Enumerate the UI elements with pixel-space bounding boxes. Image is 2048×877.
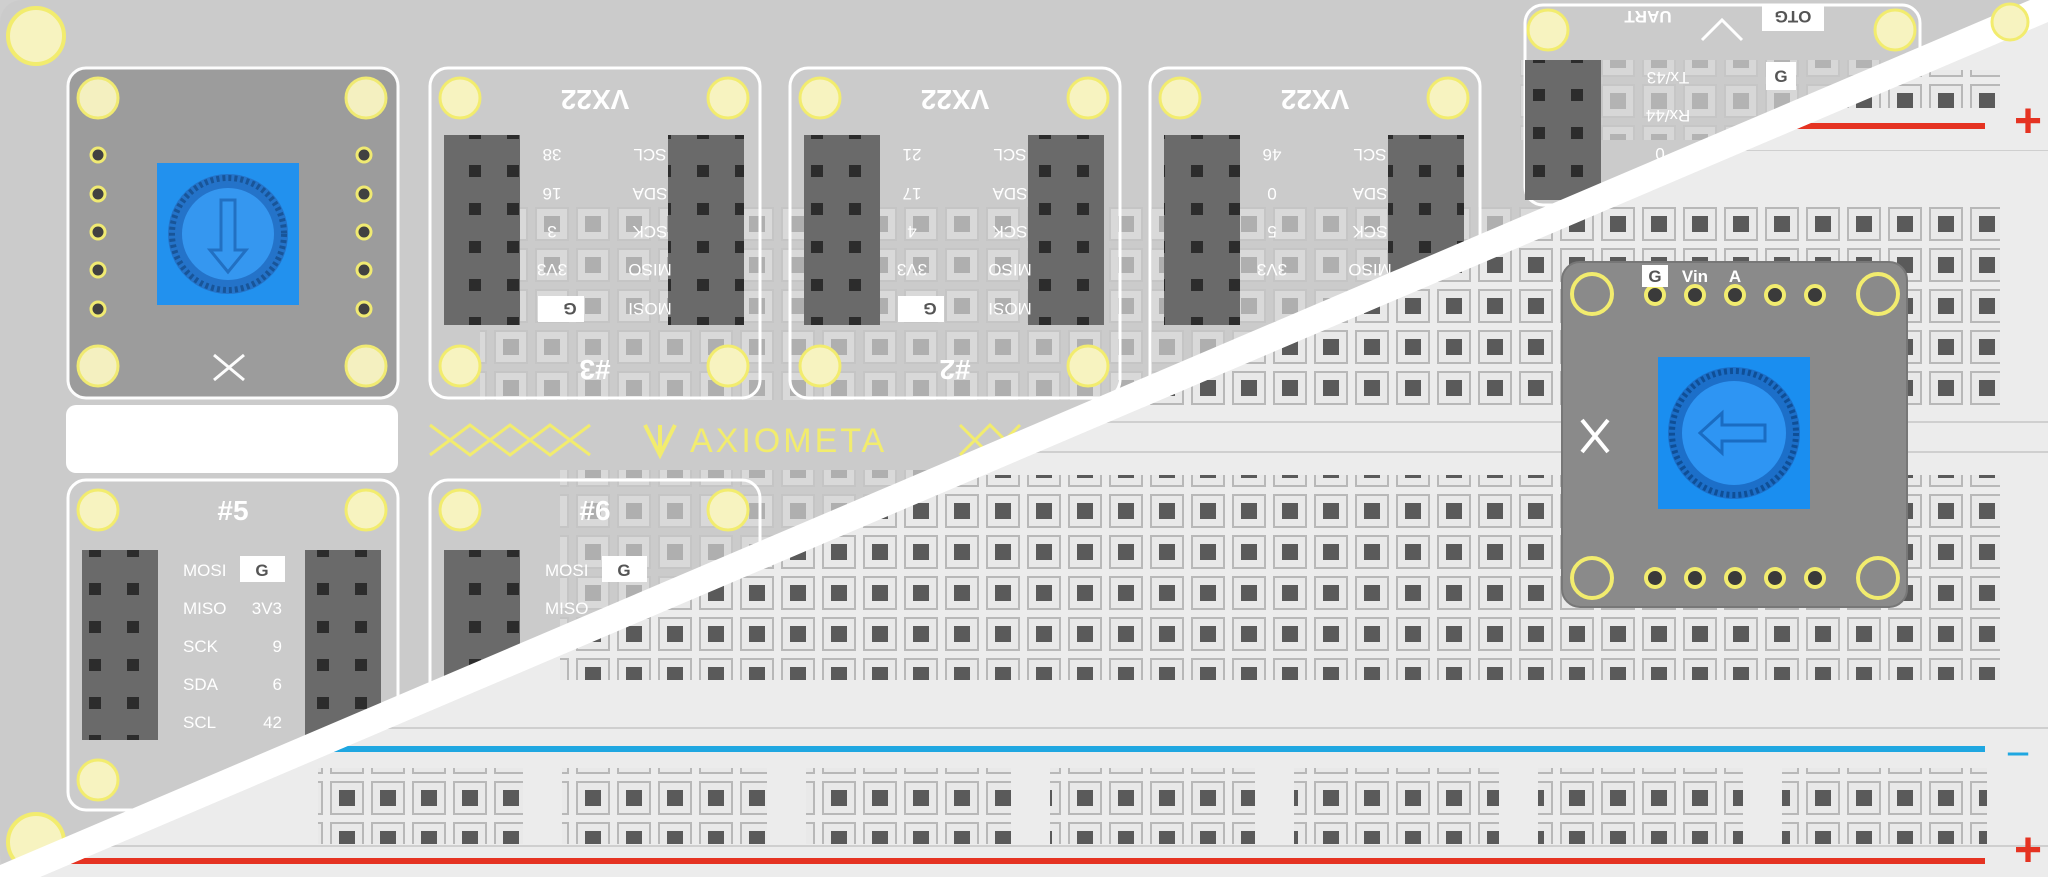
slot-5-pin-value: 9: [273, 637, 282, 656]
bottom-power-rail-holes: [318, 768, 1987, 844]
slot-r-pin-label: MISO: [1348, 260, 1391, 279]
slot-2-overlay: VX22 #2 SCL SDA SCK MISO MOSI 21 17 4 3V…: [788, 66, 1122, 400]
slot-2-pin-label: MOSI: [988, 299, 1031, 318]
slot-5-pin-value: G: [255, 561, 268, 580]
slot-3-pin-label: SCL: [633, 145, 666, 164]
slot-5-overlay: #5 MOSI MISO SCK SDA SCL G 3V3 9 6 42: [66, 478, 400, 812]
slot-5-pin-label: SDA: [183, 675, 219, 694]
rail-red-line: [60, 858, 1985, 864]
slot-3-title: #3: [579, 354, 610, 385]
brand-strip: AXIOMETA: [429, 422, 1022, 460]
slot-2-pin-label: SCK: [992, 222, 1028, 241]
pot-knob[interactable]: [1658, 357, 1810, 509]
slot-r-pin-value: 3V3: [1257, 260, 1287, 279]
chevron-up-icon: [1700, 17, 1744, 42]
slot-r-pin-value: 46: [1263, 145, 1282, 164]
slot-3-chip: VX22: [561, 84, 630, 115]
empty-slot: [66, 405, 398, 473]
slot-3-pin-label: MOSI: [628, 299, 671, 318]
slot-6-pin-label: MOSI: [545, 561, 588, 580]
slot-2-pin-value: G: [923, 299, 936, 318]
rail-plus-label: +: [2014, 824, 2042, 877]
slot-3-pin-value: G: [563, 299, 576, 318]
svg-text:+: +: [2014, 95, 2042, 148]
slot-2-pin-value: 3V3: [897, 260, 927, 279]
slot-5-pin-label: SCK: [183, 637, 219, 656]
slot-2-pin-label: SDA: [992, 184, 1028, 203]
slot-5-pin-value: 42: [263, 713, 282, 732]
slot-3-overlay: VX22 #3 SCL SDA SCK MISO MOSI 38 16 3 3V…: [428, 66, 762, 400]
slot-5-pin-label: MISO: [183, 599, 226, 618]
pot-pin-a-label: A: [1729, 267, 1741, 286]
potentiometer-module[interactable]: G Vin A: [1561, 261, 1908, 608]
uart-label: UART: [1624, 7, 1672, 26]
top-pin-label: Tx/43: [1647, 68, 1690, 87]
otg-label: OTG: [1775, 7, 1812, 26]
rail-blue-line: [200, 746, 1985, 752]
svg-text:−: −: [2006, 730, 2031, 777]
slot-2-pin-label: MISO: [988, 260, 1031, 279]
axiometa-logo-icon: [643, 424, 677, 460]
axiometa-logo-icon: [213, 353, 245, 382]
slot-r-chip: VX22: [1281, 84, 1350, 115]
pot-pin-g-label: G: [1648, 267, 1661, 286]
slot-5-pin-label: MOSI: [183, 561, 226, 580]
slot-6-pin-value: G: [617, 561, 630, 580]
slot-r-pin-label: SCL: [1353, 145, 1386, 164]
slot-5-pin-value: 3V3: [252, 599, 282, 618]
top-pin-label: 0: [1655, 144, 1664, 163]
slot-3-pin-value: 3: [547, 222, 556, 241]
rail-minus-label: −: [2006, 730, 2031, 777]
top-ground-label: G: [1774, 67, 1787, 86]
slot-3-pin-label: MISO: [628, 260, 671, 279]
slot-3-pin-value: 16: [543, 184, 562, 203]
slot-r-pin-value: 5: [1267, 222, 1276, 241]
arrow-left-icon: [1697, 409, 1767, 457]
slot-r-pin-value: 0: [1267, 184, 1276, 203]
slot-2-pin-value: 21: [903, 145, 922, 164]
slot-3-pin-label: SDA: [632, 184, 668, 203]
top-rail-plus-label: +: [2014, 95, 2042, 148]
slot-5-pin-label: SCL: [183, 713, 216, 732]
slot-3-pin-value: 3V3: [537, 260, 567, 279]
svg-text:+: +: [2014, 824, 2042, 877]
slot-5-pin-value: 6: [273, 675, 282, 694]
mounting-hole: [1990, 2, 2030, 42]
slot-2-pin-label: SCL: [993, 145, 1026, 164]
pot-pin-row-bottom: [1644, 567, 1826, 589]
slot-2-pin-value: 4: [907, 222, 916, 241]
slot-5-title: #5: [217, 495, 248, 526]
slot-2-title: #2: [939, 354, 970, 385]
slot-r-pin-label: SCK: [1352, 222, 1388, 241]
top-pin-label: Rx/44: [1646, 106, 1690, 125]
slot-pot-overlay: [66, 66, 400, 400]
mounting-hole: [6, 6, 66, 66]
top-header-overlay: OTG UART Tx/43 Rx/44 0 G: [1523, 3, 1922, 207]
pot-pin-vin-label: Vin: [1682, 267, 1708, 286]
slot-2-chip: VX22: [921, 84, 990, 115]
slot-3-pin-label: SCK: [632, 222, 668, 241]
slot-6-title: #6: [579, 495, 610, 526]
slot-6-pin-label: MISO: [545, 599, 588, 618]
pot-pin-row-top: [1644, 284, 1826, 306]
slot-3-pin-value: 38: [543, 145, 562, 164]
arrow-down-icon: [206, 198, 250, 275]
slot-r-pin-label: SDA: [1352, 184, 1388, 203]
brand-name: AXIOMETA: [690, 422, 887, 460]
slot-2-pin-value: 17: [903, 184, 922, 203]
axiometa-logo-icon: [1580, 418, 1610, 454]
